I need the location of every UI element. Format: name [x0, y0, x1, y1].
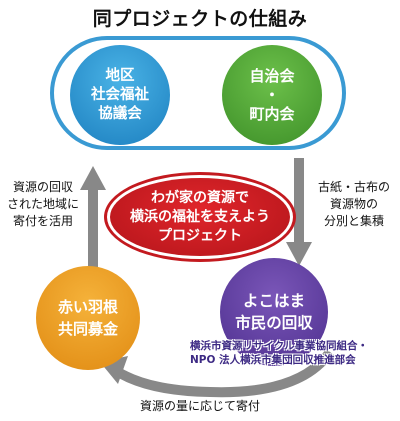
project-label: わが家の資源で 横浜の福祉を支えよう プロジェクト	[110, 178, 290, 256]
project-line-2: 横浜の福祉を支えよう	[130, 208, 270, 225]
council-line-1: 地区	[105, 67, 135, 84]
node-project: わが家の資源で 横浜の福祉を支えよう プロジェクト	[104, 172, 296, 262]
chest-line-2: 共同募金	[57, 320, 118, 338]
project-line-3: プロジェクト	[158, 227, 242, 244]
org-line-2: NPO 法人横浜市集団回収推進部会	[190, 354, 356, 366]
project-line-1: わが家の資源で	[151, 189, 249, 206]
left-caption-line-2: された地域に	[6, 197, 79, 211]
flow-right-caption: 古紙・古布の 資源物の 分別と集積	[308, 179, 400, 230]
org-line-1: 横浜市資源リサイクル事業協同組合・	[190, 340, 368, 352]
flow-left-caption: 資源の回収 された地域に 寄付を活用	[0, 179, 86, 230]
node-citizens-collection: よこはま 市民の回収	[220, 258, 328, 366]
node-social-welfare-council: 地区 社会福祉 協議会	[70, 45, 170, 145]
left-caption-line-3: 寄付を活用	[12, 214, 73, 228]
neighborhood-line-3: 町内会	[249, 104, 295, 123]
council-line-2: 社会福祉	[91, 86, 149, 103]
chest-line-1: 赤い羽根	[57, 298, 118, 316]
right-caption-line-1: 古紙・古布の	[317, 180, 390, 194]
node-community-chest: 赤い羽根 共同募金	[36, 266, 140, 370]
flow-bottom-caption: 資源の量に応じて寄付	[139, 399, 260, 413]
diagram-title: 同プロジェクトの仕組み	[92, 8, 308, 30]
arrow-right-shaft	[294, 158, 304, 244]
neighborhood-line-1: 自治会	[249, 66, 295, 85]
organizations-label: 横浜市資源リサイクル事業協同組合・ NPO 法人横浜市集団回収推進部会	[190, 339, 368, 367]
council-line-3: 協議会	[98, 105, 142, 122]
citizens-line-1: よこはま	[242, 292, 305, 310]
arrow-left-shaft	[88, 186, 98, 270]
neighborhood-line-2: ・	[264, 85, 280, 104]
right-caption-line-2: 資源物の	[329, 197, 378, 211]
right-caption-line-3: 分別と集積	[323, 214, 384, 228]
node-neighborhood-association: 自治会 ・ 町内会	[222, 45, 322, 145]
citizens-line-2: 市民の回収	[235, 314, 313, 332]
arrow-right-head	[286, 242, 312, 266]
arrow-left-head	[80, 166, 106, 190]
left-caption-line-1: 資源の回収	[12, 180, 73, 194]
arrow-bottom-curve	[115, 348, 335, 398]
